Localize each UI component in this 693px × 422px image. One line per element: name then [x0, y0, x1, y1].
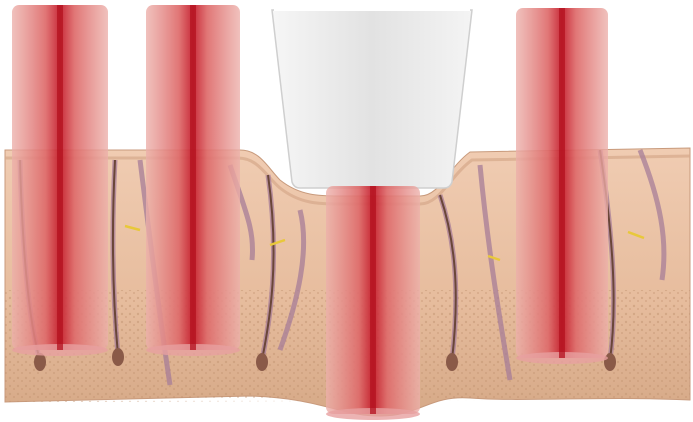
laser-beam-icon: [146, 5, 240, 356]
compression-cup-icon: [272, 10, 472, 188]
laser-beam-icon: [326, 186, 420, 420]
laser-beam-icon: [516, 8, 608, 364]
laser-beam-icon: [12, 5, 108, 356]
